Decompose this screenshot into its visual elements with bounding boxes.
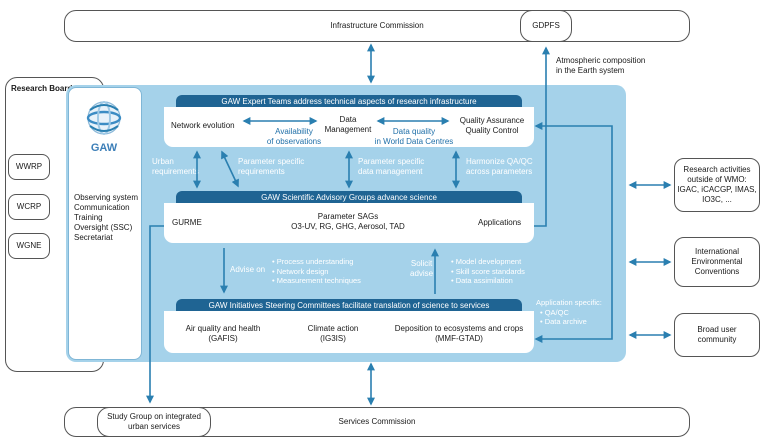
gaw-logo-text: GAW [90, 142, 118, 154]
advise-on-label: Advise on [230, 265, 266, 274]
research-board-member-wgne: WGNE [8, 233, 50, 259]
infrastructure-commission-box: Infrastructure Commission [64, 10, 690, 42]
services-commission-label: Services Commission [338, 417, 416, 426]
gurme-label: GURME [172, 218, 202, 227]
infrastructure-commission-label: Infrastructure Commission [330, 21, 424, 30]
atmospheric-composition-label: Atmospheric composition in the Earth sys… [556, 56, 646, 75]
network-evolution-label: Network evolution [171, 121, 235, 130]
gdpfs-label: GDPFS [532, 21, 560, 30]
expert-teams-header: GAW Expert Teams address technical aspec… [176, 95, 522, 107]
expert-teams-box [164, 107, 534, 147]
deposition-label: Deposition to ecosystems and crops(MMF-G… [394, 324, 524, 343]
climate-action-label: Climate action(IG3IS) [307, 324, 359, 343]
advise-on-list: Process understandingNetwork designMeasu… [272, 257, 361, 286]
application-specific-label: Application specific: QA/QCData archive [536, 298, 602, 327]
initiatives-box [164, 311, 534, 353]
model-development-list: Model developmentSkill score standardsDa… [451, 257, 525, 286]
applications-label: Applications [478, 218, 522, 227]
research-board-member-wcrp: WCRP [8, 194, 50, 220]
gdpfs-box: GDPFS [520, 10, 572, 42]
gaw-globe-icon [82, 96, 126, 140]
gaw-functions-list: Observing system Communication Training … [74, 193, 139, 242]
research-board-member-wwrp: WWRP [8, 154, 50, 180]
sags-header: GAW Scientific Advisory Groups advance s… [176, 191, 522, 203]
initiatives-header: GAW Initiatives Steering Committees faci… [176, 299, 522, 311]
sags-box [164, 203, 534, 243]
air-quality-label: Air quality and health(GAFIS) [185, 324, 261, 343]
research-board-title: Research Board [11, 84, 73, 93]
